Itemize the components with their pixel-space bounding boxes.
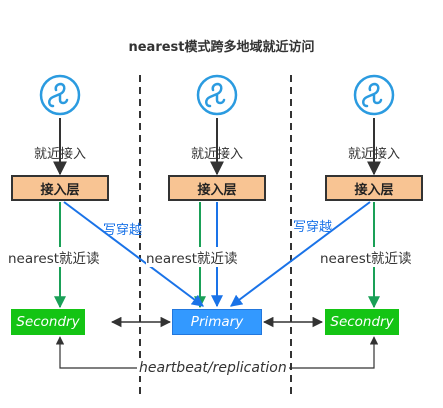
access-layer-box: 接入层 bbox=[11, 175, 109, 201]
secondary-node-left: Secondry bbox=[11, 309, 85, 335]
mini-program-icon bbox=[196, 74, 238, 116]
mini-program-icon bbox=[39, 74, 81, 116]
write-through-label: 写穿越 bbox=[293, 220, 333, 235]
mini-program-icon bbox=[353, 74, 395, 116]
write-through-label: 写穿越 bbox=[103, 223, 143, 238]
diagram-title: nearest模式跨多地域就近访问 bbox=[128, 40, 315, 55]
primary-node: Primary bbox=[172, 309, 262, 335]
nearest-read-label: nearest就近读 bbox=[8, 247, 100, 267]
access-label: 就近接入 bbox=[347, 147, 400, 162]
nearest-read-label: nearest就近读 bbox=[146, 247, 238, 267]
heartbeat-replication-label: heartbeat/replication bbox=[137, 360, 289, 376]
access-layer-box: 接入层 bbox=[325, 175, 423, 201]
nearest-read-label: nearest就近读 bbox=[320, 247, 412, 267]
write-arrow bbox=[63, 201, 204, 307]
access-label: 就近接入 bbox=[190, 147, 243, 162]
access-label: 就近接入 bbox=[33, 147, 86, 162]
access-layer-box: 接入层 bbox=[168, 175, 266, 201]
secondary-node-right: Secondry bbox=[325, 309, 399, 335]
write-arrow bbox=[230, 201, 371, 307]
